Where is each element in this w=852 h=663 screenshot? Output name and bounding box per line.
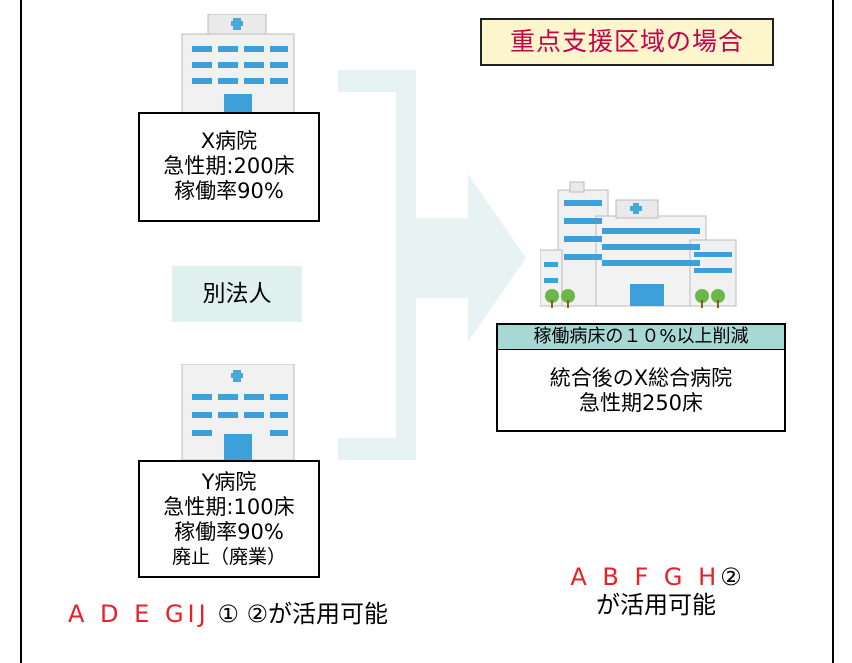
- left-frame-border: [20, 0, 22, 663]
- hospital-x-beds: 急性期:200床: [163, 154, 295, 178]
- left-measure-rest: ① ②が活用可能: [217, 600, 389, 628]
- right-measure-rest: が活用可能: [596, 591, 716, 619]
- hospital-y-name: Y病院: [201, 470, 257, 494]
- hospital-x-building-icon: [181, 14, 295, 114]
- hospital-y-status: 廃止（廃業）: [171, 546, 286, 568]
- hospital-x-name: X病院: [200, 129, 258, 153]
- right-frame-border: [832, 0, 834, 663]
- hospital-y-beds: 急性期:100床: [163, 495, 295, 519]
- right-measure-letters: A B F G H: [570, 563, 721, 591]
- merged-hospital-beds: 急性期250床: [578, 391, 704, 415]
- merged-hospital-name: 統合後のX総合病院: [549, 366, 733, 390]
- merge-arrow: [338, 70, 526, 460]
- hospital-y-info: Y病院 急性期:100床 稼働率90% 廃止（廃業）: [138, 460, 320, 578]
- priority-area-badge: 重点支援区域の場合: [480, 18, 774, 66]
- hospital-y-building-icon: [181, 364, 295, 460]
- left-usable-measures: A D E GIJ ① ②が活用可能: [68, 600, 388, 628]
- separate-corporation-label: 別法人: [172, 266, 302, 322]
- merged-hospital-info: 統合後のX総合病院 急性期250床: [496, 350, 786, 432]
- right-measure-mark: ②: [720, 563, 742, 591]
- hospital-x-rate: 稼働率90%: [174, 179, 284, 203]
- hospital-y-rate: 稼働率90%: [174, 520, 284, 544]
- merged-hospital-building-icon: [540, 181, 737, 308]
- left-measure-letters: A D E GIJ: [68, 600, 210, 628]
- bed-reduction-banner: 稼働病床の１０%以上削減: [496, 323, 786, 351]
- right-usable-measures: A B F G H② が活用可能: [556, 563, 756, 619]
- hospital-x-info: X病院 急性期:200床 稼働率90%: [138, 112, 320, 222]
